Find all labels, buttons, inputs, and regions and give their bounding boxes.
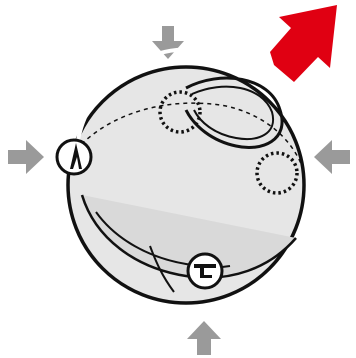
arrow-right-icon [8, 140, 44, 174]
arrow-up-right-icon [270, 5, 337, 82]
sphere-lower-bulge [80, 194, 297, 279]
compass-needle-icon [55, 138, 93, 176]
arrow-down-icon [152, 26, 184, 59]
equator-dashed-line [75, 102, 303, 167]
upper-ring-outer [184, 76, 284, 149]
markers [55, 90, 299, 290]
dotted-circle-icon [255, 151, 299, 195]
sphere-lower-fold [149, 245, 175, 293]
upper-ring-inner [191, 85, 275, 140]
dotted-circle-icon [158, 90, 202, 134]
sphere-rim-highlight [73, 47, 294, 166]
arrow-left-icon [314, 140, 350, 174]
compression-arrows [8, 26, 350, 355]
inlet-valve-icon [186, 252, 224, 290]
arrow-up-icon [187, 321, 221, 355]
